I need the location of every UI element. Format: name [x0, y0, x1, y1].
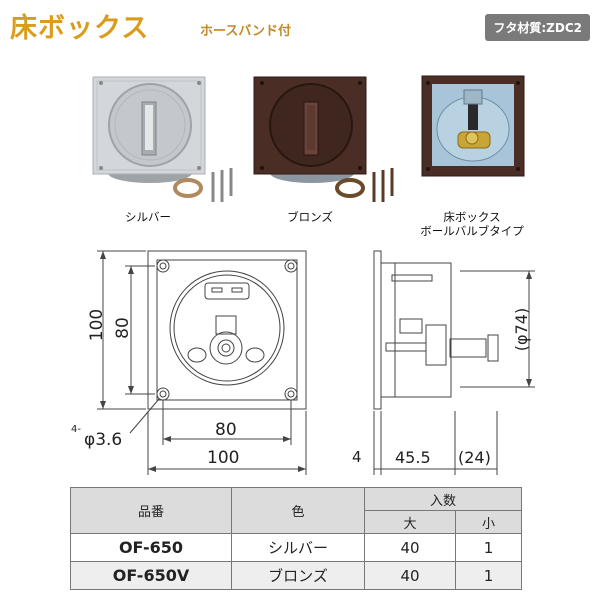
cell-small: 1	[455, 533, 522, 562]
page-title: 床ボックス	[10, 13, 150, 44]
photo-caption-silver: シルバー	[125, 210, 171, 224]
header-color: 色	[231, 487, 365, 534]
photo-caption-ball-valve: 床ボックス ボールバルブタイプ	[420, 210, 524, 238]
material-badge: フタ材質:ZDC2	[485, 14, 590, 41]
dim-side-flange: 4	[352, 448, 362, 466]
cell-color: シルバー	[231, 533, 365, 562]
dim-front-inner-width: 80	[215, 420, 237, 440]
dim-front-outer-height: 100	[87, 308, 108, 342]
dim-front-outer-width: 100	[207, 448, 240, 468]
cell-model: OF-650V	[70, 561, 232, 590]
dim-side-diameter: (φ74)	[512, 307, 532, 352]
photo-caption-bronze: ブロンズ	[287, 210, 333, 224]
cell-large: 40	[363, 561, 457, 590]
cell-model: OF-650	[70, 533, 232, 562]
header-qty: 入数	[364, 487, 522, 511]
cell-large: 40	[363, 533, 457, 562]
silver-floor-box-photo	[92, 76, 233, 202]
cell-small: 1	[455, 561, 522, 590]
dim-front-inner-height: 80	[112, 317, 133, 339]
technical-drawing	[97, 250, 535, 475]
header-model: 品番	[70, 487, 232, 534]
dim-hole-count: 4-	[71, 424, 81, 435]
ball-valve-floor-box-photo	[421, 75, 525, 177]
table-row: OF-650V ブロンズ 40 1	[70, 561, 522, 590]
table-row: OF-650 シルバー 40 1	[70, 533, 522, 562]
dim-side-extra: (24)	[458, 448, 491, 467]
cell-color: ブロンズ	[231, 561, 365, 590]
header-large: 大	[363, 510, 457, 534]
dim-side-depth: 45.5	[395, 448, 431, 467]
header-small: 小	[455, 510, 522, 534]
spec-table: 品番 色 入数 大 小 OF-650 シルバー 40 1 OF-650V ブロン…	[70, 487, 522, 590]
page-subtitle: ホースバンド付	[200, 24, 292, 39]
dim-hole: φ3.6	[84, 430, 123, 450]
bronze-floor-box-photo	[253, 76, 394, 202]
